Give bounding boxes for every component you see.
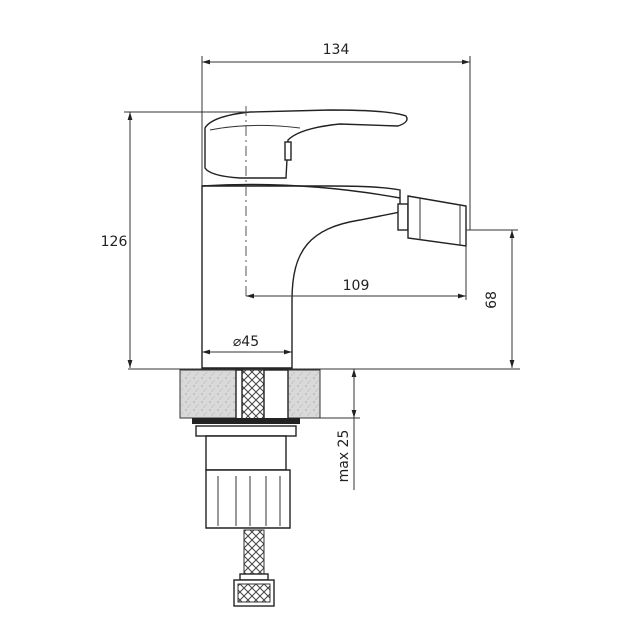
dim-overall-width: 134	[201, 42, 471, 230]
gasket	[192, 418, 300, 424]
lever-handle	[204, 109, 408, 179]
dim-overall-height: 126	[101, 111, 250, 368]
braided-hose-lower	[243, 529, 265, 575]
dim-overall-height-label: 126	[101, 234, 128, 250]
dim-spout-reach-label: 109	[343, 278, 370, 294]
dim-base-diameter-label: ⌀45	[233, 334, 259, 350]
dim-max-thickness-label: max 25	[336, 430, 352, 483]
braided-hose-upper	[241, 369, 265, 423]
dim-max-thickness: max 25	[300, 369, 360, 490]
hose-fitting	[233, 579, 275, 607]
faucet-body	[201, 183, 401, 369]
dim-spout-height: 68	[466, 229, 518, 368]
bidet-nozzle	[397, 195, 467, 247]
countertop-section-left	[179, 369, 237, 419]
dim-spout-height-label: 68	[484, 291, 500, 309]
countertop-section-right	[287, 369, 321, 419]
mounting-nut	[205, 435, 291, 529]
dim-base-diameter: ⌀45	[202, 334, 292, 355]
dim-spout-reach: 109	[246, 246, 467, 300]
dim-overall-width-label: 134	[323, 42, 350, 58]
